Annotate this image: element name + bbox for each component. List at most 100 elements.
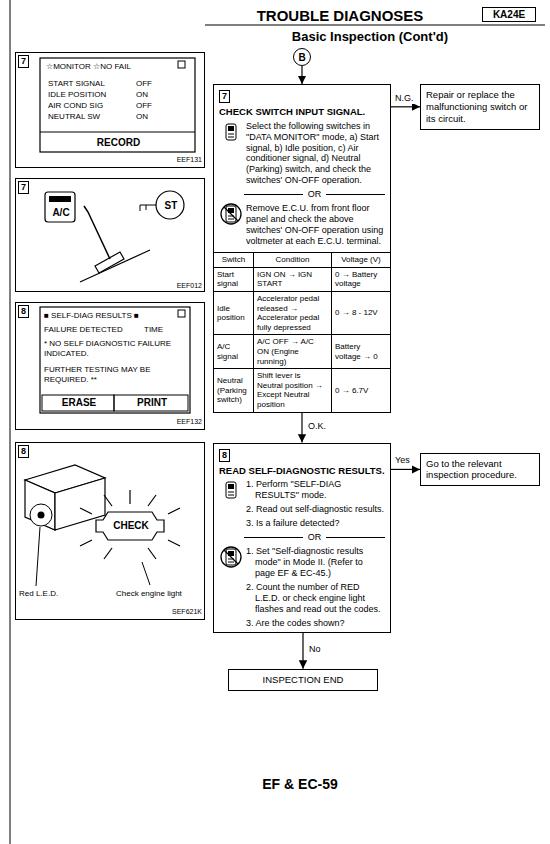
text-row: OR bbox=[244, 189, 385, 200]
box-text: B bbox=[298, 52, 305, 63]
action-box: Repair or replace the malfunctioning swi… bbox=[420, 84, 540, 130]
screen-button: RECORD bbox=[41, 137, 196, 149]
table-header: Condition bbox=[254, 253, 332, 268]
page-title: TROUBLE DIAGNOSES bbox=[210, 7, 470, 24]
pedal-arm bbox=[84, 206, 110, 259]
box-text: Repair or replace the malfunctioning swi… bbox=[426, 89, 534, 125]
text-row: CHECK SWITCH INPUT SIGNAL. bbox=[219, 106, 385, 118]
edge-label: N.G. bbox=[394, 94, 415, 104]
screen-text: * NO SELF DIAGNOSTIC FAILURE INDICATED. bbox=[44, 339, 189, 358]
figure-panel: 8CHECKRed L.E.D.Check engine lightSEF621… bbox=[15, 442, 205, 620]
part-name: Red L.E.D. bbox=[19, 589, 89, 599]
monitor-item: START SIGNAL bbox=[48, 79, 136, 89]
figure-code: EEF132 bbox=[144, 418, 202, 426]
red-led bbox=[38, 512, 45, 519]
switch-label: A/C bbox=[46, 207, 76, 219]
screen-button: ERASE bbox=[43, 397, 115, 409]
box-text: KA24E bbox=[483, 9, 535, 20]
ac-switch-indicator bbox=[49, 196, 71, 202]
text-row: 7 bbox=[219, 90, 385, 103]
figure-panel: 7A/C ST EEF012 bbox=[15, 178, 205, 292]
instruction-text: 1. Perform "SELF-DIAG RESULTS" mode. bbox=[246, 479, 385, 501]
text-row: Select the following switches in "DATA M… bbox=[219, 121, 385, 187]
figure-code: SEF621K bbox=[144, 608, 202, 616]
flow-arrow bbox=[302, 633, 303, 669]
tester-icon bbox=[220, 479, 242, 501]
or-separator: OR bbox=[308, 532, 322, 543]
checkbox bbox=[178, 61, 185, 68]
page-number: EF & EC-59 bbox=[200, 776, 400, 792]
table-cell: IGN ON → IGN START bbox=[254, 268, 332, 292]
instruction-text: 1. Set "Self-diagnostic results mode" in… bbox=[246, 546, 385, 579]
tester-screen bbox=[40, 307, 190, 413]
table-cell: Battery voltage → 0 bbox=[332, 335, 390, 369]
text-row: READ SELF-DIAGNOSTIC RESULTS. bbox=[219, 465, 385, 477]
edge-label: O.K. bbox=[307, 422, 327, 432]
screen-text: FURTHER TESTING MAY BE REQUIRED. ** bbox=[44, 365, 189, 384]
table-cell: Accelerator pedal released → Accelerator… bbox=[254, 292, 332, 335]
text-row: 2. Count the number of RED L.E.D. or che… bbox=[219, 582, 385, 615]
no-tester-icon bbox=[220, 546, 242, 568]
monitor-item: NEUTRAL SW bbox=[48, 112, 136, 122]
table-cell: 0 → Battery voltage bbox=[332, 268, 390, 292]
edge-label: Yes bbox=[394, 456, 411, 466]
screen-text: FAILURE DETECTED bbox=[44, 325, 144, 335]
part-name: Check engine light bbox=[116, 589, 201, 599]
screen-header: ■ SELF-DIAG RESULTS ■ bbox=[44, 311, 184, 321]
instruction-text: 2. Count the number of RED L.E.D. or che… bbox=[246, 582, 385, 615]
figure-panel: 8■ SELF-DIAG RESULTS ■FAILURE DETECTEDTI… bbox=[15, 302, 205, 430]
table-cell: 0 → 6.7V bbox=[332, 369, 390, 411]
box-text: Go to the relevant inspection procedure. bbox=[426, 458, 534, 482]
step-number: 8 bbox=[18, 305, 29, 318]
box-text: INSPECTION END bbox=[234, 674, 372, 686]
table-cell: Neutral (Parking switch) bbox=[214, 369, 254, 411]
process-box: 7CHECK SWITCH INPUT SIGNAL. Select the fo… bbox=[213, 84, 391, 413]
figure-code: EEF131 bbox=[144, 156, 202, 164]
instruction-text: 3. Is a failure detected? bbox=[246, 518, 385, 529]
erase-button bbox=[42, 395, 114, 411]
table-cell: A/C signal bbox=[214, 335, 254, 369]
no-tester-icon bbox=[220, 203, 242, 225]
floor-line bbox=[80, 250, 150, 282]
ignition-key bbox=[156, 191, 184, 219]
text-row: 1. Set "Self-diagnostic results mode" in… bbox=[219, 546, 385, 579]
text-row: OR bbox=[244, 532, 385, 543]
or-separator: OR bbox=[308, 189, 322, 200]
engine-lamp-outline bbox=[96, 512, 164, 540]
connector-circle: B bbox=[293, 48, 311, 66]
step-number: 7 bbox=[18, 181, 29, 194]
table-header: Switch bbox=[214, 253, 254, 268]
monitor-item: IDLE POSITION bbox=[48, 90, 136, 100]
figure-code: EEF012 bbox=[144, 282, 202, 290]
table-cell: 0 → 8 - 12V bbox=[332, 292, 390, 335]
screen-button: PRINT bbox=[115, 397, 189, 409]
table-cell: Idle position bbox=[214, 292, 254, 335]
instruction-text: Remove E.C.U. from front floor panel and… bbox=[246, 203, 385, 247]
ac-switch bbox=[45, 192, 75, 222]
engine-code-box: KA24E bbox=[482, 7, 536, 22]
header-rule bbox=[205, 24, 545, 25]
led-magnifier bbox=[30, 504, 52, 526]
monitor-value: ON bbox=[136, 112, 176, 122]
step-number: 7 bbox=[18, 55, 29, 68]
checkbox bbox=[178, 310, 185, 317]
ecu-front bbox=[25, 480, 55, 530]
monitor-value: ON bbox=[136, 90, 176, 100]
table-cell: A/C OFF → A/C ON (Engine running) bbox=[254, 335, 332, 369]
terminal-box: INSPECTION END bbox=[228, 669, 378, 691]
step-number: 7 bbox=[219, 90, 230, 103]
text-row: 3. Is a failure detected? bbox=[219, 518, 385, 529]
text-row: 8 bbox=[219, 449, 385, 462]
instruction-text: Select the following switches in "DATA M… bbox=[246, 121, 385, 187]
flow-arrow bbox=[301, 413, 302, 443]
key-label: ST bbox=[157, 200, 185, 212]
light-rays bbox=[80, 490, 180, 559]
tester-screen bbox=[40, 58, 195, 152]
screen-divider bbox=[40, 132, 195, 133]
step-number: 8 bbox=[18, 445, 29, 458]
accelerator-pedal bbox=[95, 252, 124, 273]
flow-arrow bbox=[391, 106, 420, 107]
edge-label: No bbox=[308, 645, 322, 655]
margin-line bbox=[10, 0, 11, 844]
tester-icon bbox=[220, 121, 242, 143]
